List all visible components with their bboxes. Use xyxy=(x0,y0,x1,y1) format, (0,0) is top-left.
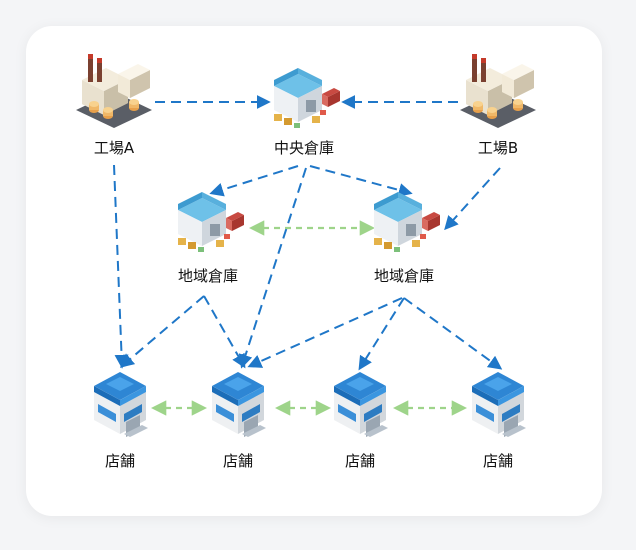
factory-icon xyxy=(460,54,536,128)
flow-arrow-central-warehouse-to-regional-warehouse-2 xyxy=(309,165,413,197)
warehouse-icon xyxy=(274,68,340,128)
node-store-3: 店舗 xyxy=(334,372,388,470)
node-store-2: 店舗 xyxy=(212,372,266,470)
node-factory-a: 工場A xyxy=(76,54,152,157)
factory-icon xyxy=(76,54,152,128)
flow-arrow-regional-warehouse-2-to-store-3 xyxy=(358,297,405,371)
node-label-factory-a: 工場A xyxy=(94,139,135,157)
node-regional-warehouse-2: 地域倉庫 xyxy=(374,192,440,285)
node-label-store-3: 店舗 xyxy=(345,452,375,470)
node-store-4: 店舗 xyxy=(472,372,526,470)
store-icon xyxy=(94,372,148,437)
flow-arrow-factory-a-to-store-1 xyxy=(113,164,129,369)
node-label-central-warehouse: 中央倉庫 xyxy=(274,139,334,157)
flow-arrow-factory-b-to-regional-warehouse-2 xyxy=(444,167,501,231)
store-icon xyxy=(334,372,388,437)
node-label-store-2: 店舗 xyxy=(223,452,253,470)
store-icon xyxy=(212,372,266,437)
node-label-regional-warehouse-2: 地域倉庫 xyxy=(374,267,434,285)
edges-layer xyxy=(113,95,503,416)
warehouse-icon xyxy=(178,192,244,252)
flow-arrow-central-warehouse-to-regional-warehouse-1 xyxy=(209,165,299,197)
store-icon xyxy=(472,372,526,437)
flow-arrow-regional-warehouse-1-to-store-1 xyxy=(119,295,205,368)
flow-arrow-regional-warehouse-2-to-store-4 xyxy=(403,297,503,370)
node-label-regional-warehouse-1: 地域倉庫 xyxy=(178,267,238,285)
node-regional-warehouse-1: 地域倉庫 xyxy=(178,192,244,285)
node-store-1: 店舗 xyxy=(94,372,148,470)
node-label-factory-b: 工場B xyxy=(478,139,518,157)
node-central-warehouse: 中央倉庫 xyxy=(274,68,340,157)
node-label-store-4: 店舗 xyxy=(483,452,513,470)
nodes-layer: 工場A 中央倉庫 工場B 地域倉庫 地域倉庫 店舗 店舗 店舗 xyxy=(76,54,536,470)
flow-arrow-regional-warehouse-2-to-store-2 xyxy=(247,297,403,368)
node-factory-b: 工場B xyxy=(460,54,536,157)
flow-arrow-central-warehouse-to-store-2 xyxy=(238,167,307,369)
warehouse-icon xyxy=(374,192,440,252)
node-label-store-1: 店舗 xyxy=(105,452,135,470)
flow-arrow-regional-warehouse-1-to-store-2 xyxy=(203,295,246,369)
